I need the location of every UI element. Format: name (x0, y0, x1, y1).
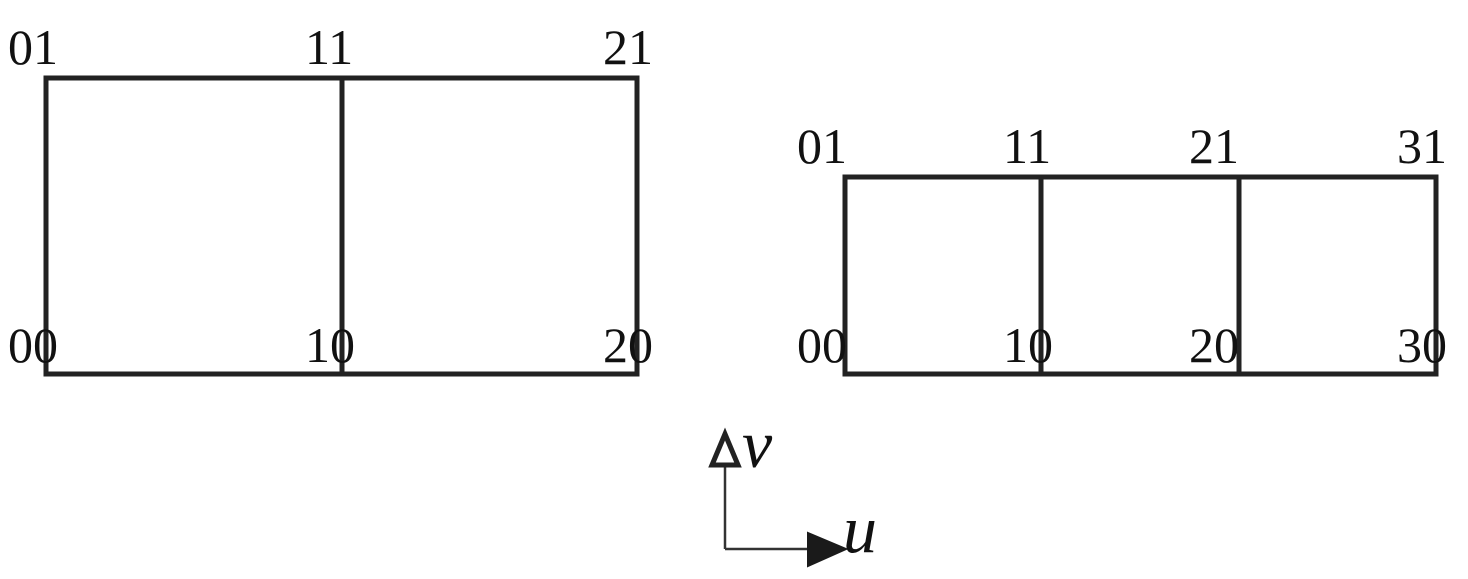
right-grid-outline (842, 174, 1439, 377)
left-node-label-21: 21 (603, 19, 653, 75)
u-axis-label: u (843, 491, 877, 567)
left-node-label-10: 10 (305, 317, 355, 373)
right-node-label-01: 01 (797, 118, 847, 174)
right-grid (842, 174, 1439, 377)
left-node-label-01: 01 (8, 19, 58, 75)
left-grid (43, 75, 640, 377)
right-node-label-11: 11 (1003, 118, 1052, 174)
uv-axes (708, 427, 849, 568)
right-node-label-20: 20 (1189, 317, 1239, 373)
left-node-label-11: 11 (305, 19, 354, 75)
right-node-label-10: 10 (1003, 317, 1053, 373)
right-node-label-21: 21 (1189, 118, 1239, 174)
u-arrow-filled-icon (807, 531, 849, 568)
v-arrow-open-icon (708, 427, 742, 468)
right-node-label-00: 00 (797, 317, 847, 373)
left-node-label-20: 20 (603, 317, 653, 373)
v-axis-label: v (742, 406, 773, 482)
right-node-label-30: 30 (1397, 317, 1447, 373)
left-node-label-00: 00 (8, 317, 58, 373)
right-node-label-31: 31 (1397, 118, 1447, 174)
